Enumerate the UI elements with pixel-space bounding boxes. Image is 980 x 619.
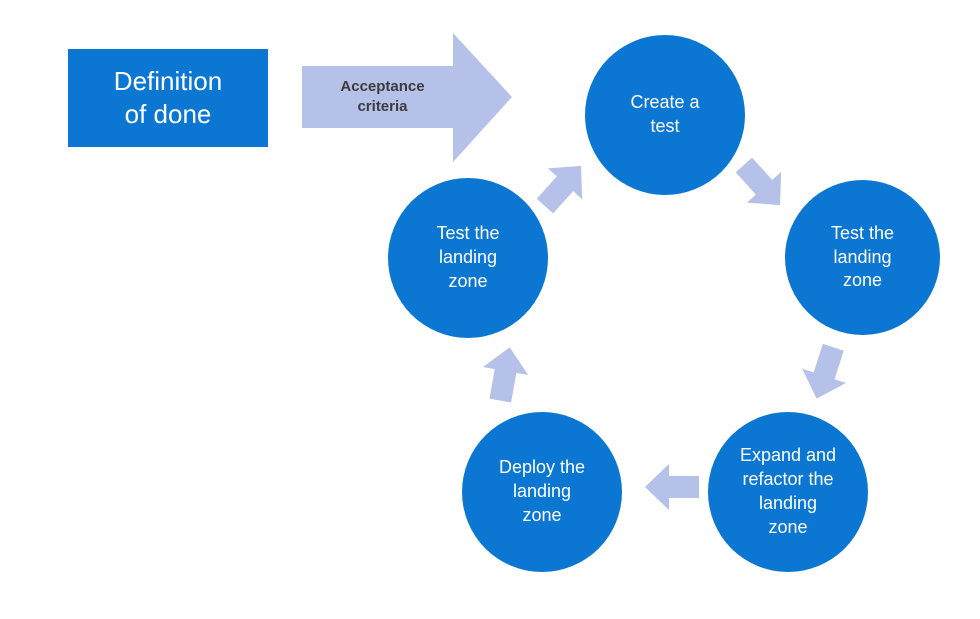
cycle-arrow-bottom-left-to-left (482, 347, 529, 403)
cycle-arrow-bottom-right-to-bottom-left (645, 464, 699, 510)
cycle-arrow-left-to-top (536, 165, 583, 214)
up-block-arrow-icon (735, 157, 782, 206)
cycle-arrow-top-to-right (735, 157, 782, 206)
node-create-a-test-label: Create a test (630, 92, 700, 136)
node-expand-refactor-landing-zone-label: Expand and refactor the landing zone (739, 445, 837, 537)
up-block-arrow-icon (482, 347, 529, 403)
node-test-landing-zone-right-label: Test the landing zone (830, 222, 895, 291)
acceptance-criteria-label: Acceptance criteria (340, 77, 425, 115)
right-block-arrow-icon (302, 33, 512, 162)
node-expand-refactor-landing-zone: Expand and refactor the landing zone (708, 412, 868, 572)
cycle-arrow-right-to-bottom-right (802, 343, 846, 399)
definition-of-done-label: Definition of done (113, 65, 223, 129)
acceptance-criteria-label-wrap: Acceptance criteria (310, 66, 455, 128)
definition-of-done-box: Definition of done (68, 49, 268, 147)
node-test-landing-zone-right: Test the landing zone (785, 180, 940, 335)
node-test-landing-zone-left-label: Test the landing zone (436, 223, 500, 291)
acceptance-criteria-arrow (302, 33, 512, 162)
node-deploy-landing-zone-label: Deploy the landing zone (498, 457, 586, 525)
node-deploy-landing-zone: Deploy the landing zone (462, 412, 622, 572)
up-block-arrow-icon (536, 165, 583, 214)
up-block-arrow-icon (802, 343, 846, 399)
node-test-landing-zone-left: Test the landing zone (388, 178, 548, 338)
up-block-arrow-icon (645, 464, 699, 510)
node-create-a-test: Create a test (585, 35, 745, 195)
